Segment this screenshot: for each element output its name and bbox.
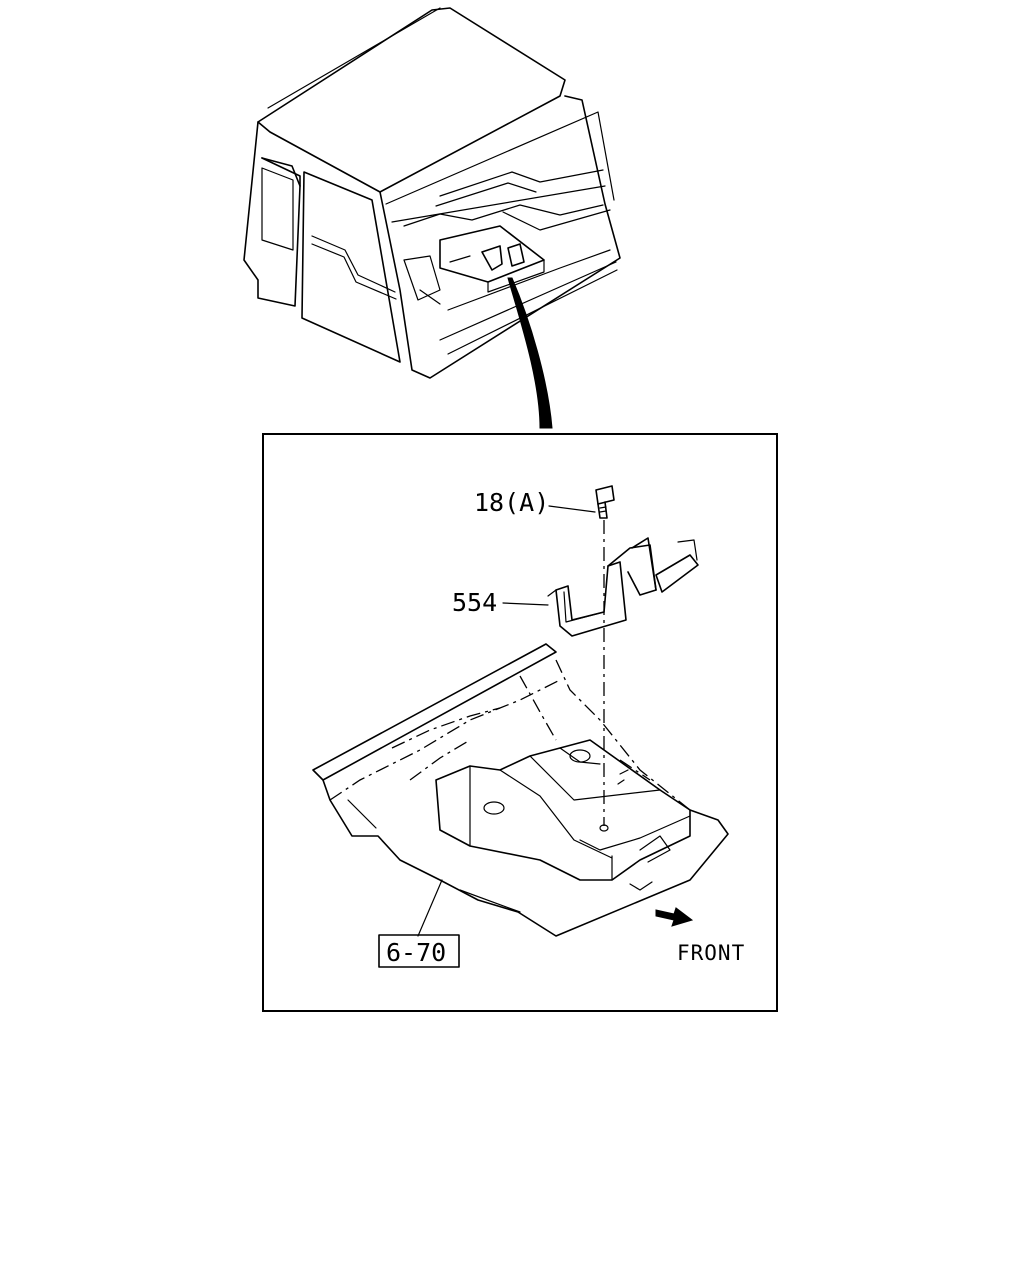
front-arrow-icon: [655, 907, 694, 927]
detail-frame: [262, 433, 778, 1012]
callout-reference: 6-70: [386, 938, 446, 967]
reference-box: [378, 934, 460, 968]
callout-bracket: 554: [452, 588, 497, 617]
bracket-icon: [547, 537, 699, 637]
bolt-icon: [595, 485, 615, 519]
cab-overview: [243, 7, 621, 429]
callout-bolt: 18(A): [474, 488, 549, 517]
direction-label: FRONT: [677, 941, 745, 965]
floor-panel: [312, 643, 729, 937]
